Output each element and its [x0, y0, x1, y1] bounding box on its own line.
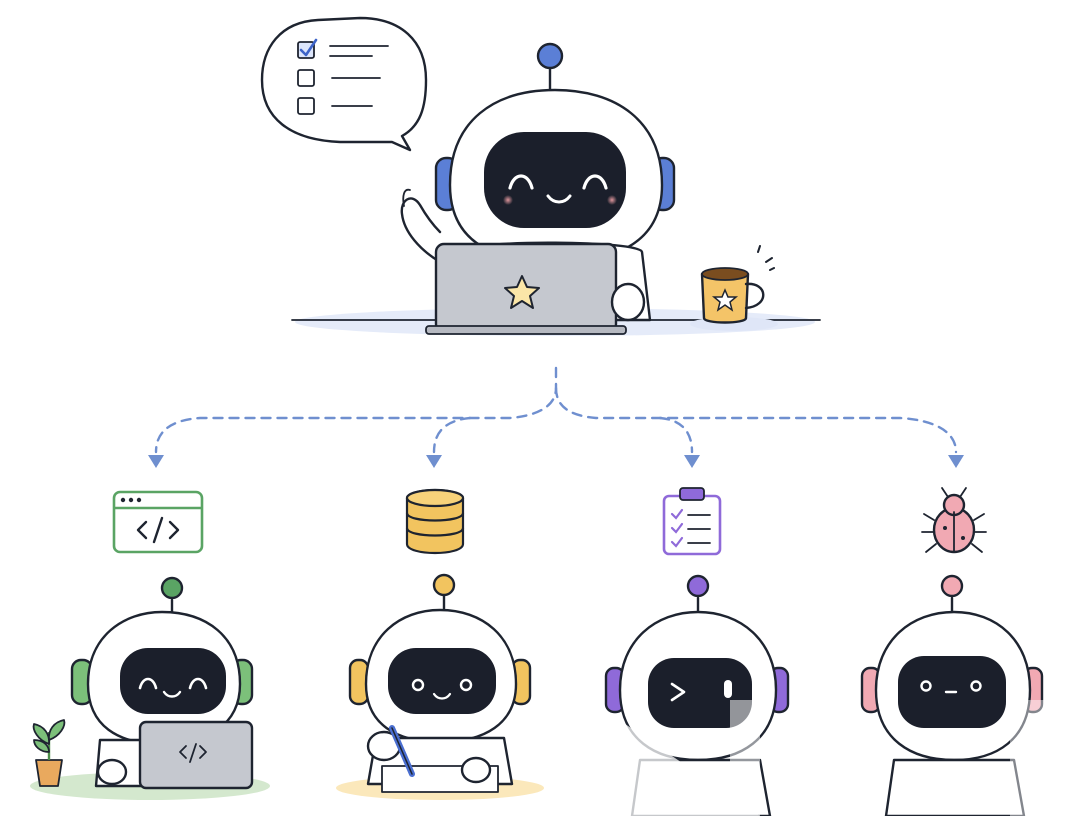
delegation-connectors [154, 366, 958, 454]
checklist-speech-bubble [260, 16, 428, 152]
star-icon [504, 275, 540, 309]
worker-robot-database [336, 573, 544, 800]
connector-arrowheads [148, 455, 964, 468]
lead-robot [291, 42, 821, 336]
clipboard-icon [662, 487, 722, 556]
coffee-mug-icon [690, 245, 778, 331]
overexposed-area [590, 700, 1050, 816]
lead-laptop [425, 242, 627, 335]
bug-icon [921, 487, 987, 554]
potted-plant-icon [32, 719, 66, 787]
worker-robot-code [30, 576, 270, 800]
database-icon [405, 488, 465, 554]
checklist-icon [297, 38, 389, 115]
lead-antenna-ball [536, 42, 564, 70]
code-window-icon [112, 490, 204, 554]
lead-face-screen [484, 132, 626, 228]
worker-robot-bugs [860, 574, 1044, 816]
